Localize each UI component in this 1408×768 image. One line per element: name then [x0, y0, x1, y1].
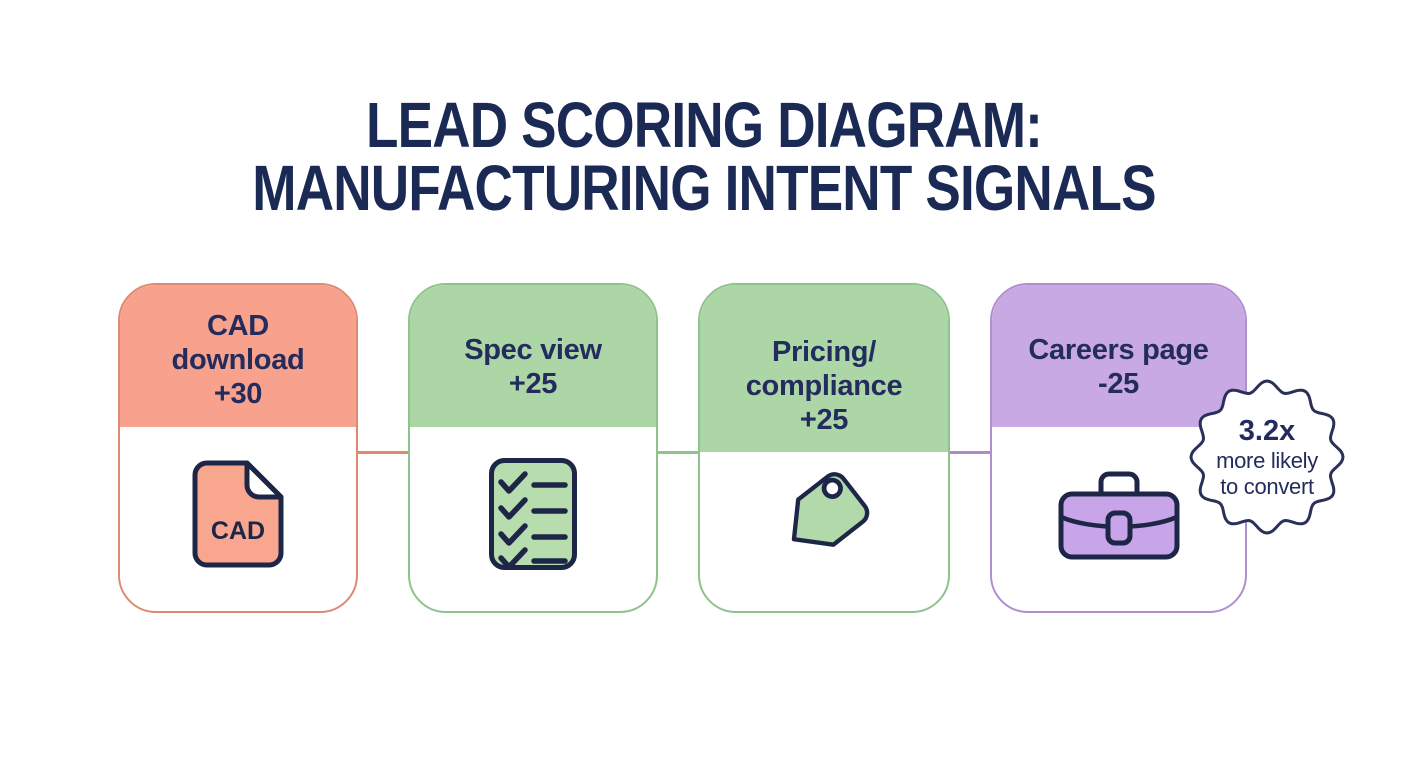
- checklist-icon: [487, 456, 579, 572]
- card-label: Pricing/ compliance: [745, 335, 903, 402]
- card-spec-view-header: Spec view +25: [410, 285, 656, 427]
- card-spec-view: Spec view +25: [408, 283, 658, 613]
- card-score: +30: [213, 378, 263, 410]
- card-score: -25: [1097, 368, 1139, 400]
- conversion-caption: more likely to convert: [1216, 448, 1318, 499]
- card-score: +25: [508, 368, 558, 400]
- briefcase-icon: [1056, 466, 1182, 562]
- page-title-line2: MANUFACTURING INTENT SIGNALS: [252, 152, 1156, 224]
- card-pricing-compliance-header: Pricing/ compliance +25: [700, 285, 948, 452]
- card-label: CAD download: [171, 310, 305, 376]
- connector-line-spec-to-pricing: [658, 451, 698, 454]
- page-title: LEAD SCORING DIAGRAM: MANUFACTURING INTE…: [0, 89, 1408, 224]
- connector-line-pricing-to-careers: [950, 451, 990, 454]
- conversion-badge: 3.2x more likely to convert: [1186, 378, 1348, 536]
- card-cad-download-header: CAD download +30: [120, 285, 356, 427]
- cad-icon-label: CAD: [211, 517, 265, 545]
- card-label: Spec view: [464, 334, 602, 366]
- card-score: +25: [799, 403, 849, 436]
- page-title-line1: LEAD SCORING DIAGRAM:: [365, 89, 1043, 161]
- connector-line-cad-to-spec: [358, 451, 408, 454]
- card-cad-download: CAD download +30 CAD: [118, 283, 358, 613]
- conversion-multiplier: 3.2x: [1238, 415, 1296, 447]
- seal-badge-shape: [1189, 379, 1345, 535]
- conversion-badge-text: 3.2x more likely to convert: [1186, 378, 1348, 536]
- card-careers-page-header: Careers page -25: [992, 285, 1245, 427]
- price-tag-icon: [772, 462, 876, 566]
- card-label: Careers page: [1028, 334, 1209, 366]
- card-pricing-compliance: Pricing/ compliance +25: [698, 283, 950, 613]
- cad-file-icon: CAD: [190, 458, 286, 570]
